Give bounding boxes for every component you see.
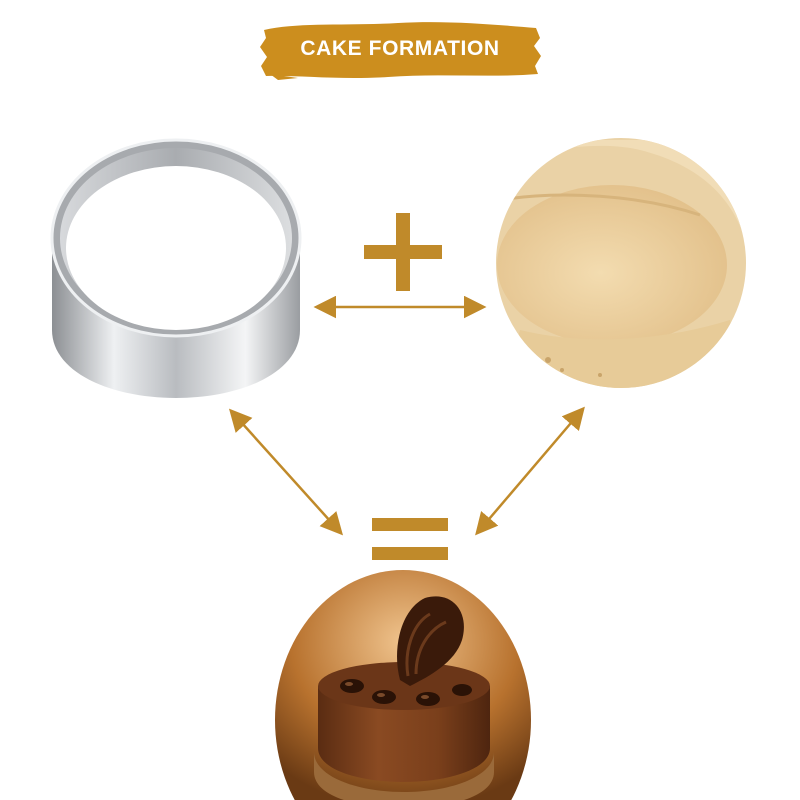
dough-image: [496, 138, 746, 388]
arrow-dough-cake: [475, 406, 585, 536]
brush-stroke-background: [260, 22, 541, 80]
steel-ring-mold: [50, 138, 302, 398]
chocolate-cake-image: [275, 570, 531, 800]
arrow-mold-cake: [228, 408, 344, 536]
banner-title: CAKE FORMATION: [300, 37, 500, 60]
plus-sign: [364, 213, 442, 291]
title-banner: CAKE FORMATION: [258, 16, 542, 82]
equals-sign: [372, 518, 448, 560]
